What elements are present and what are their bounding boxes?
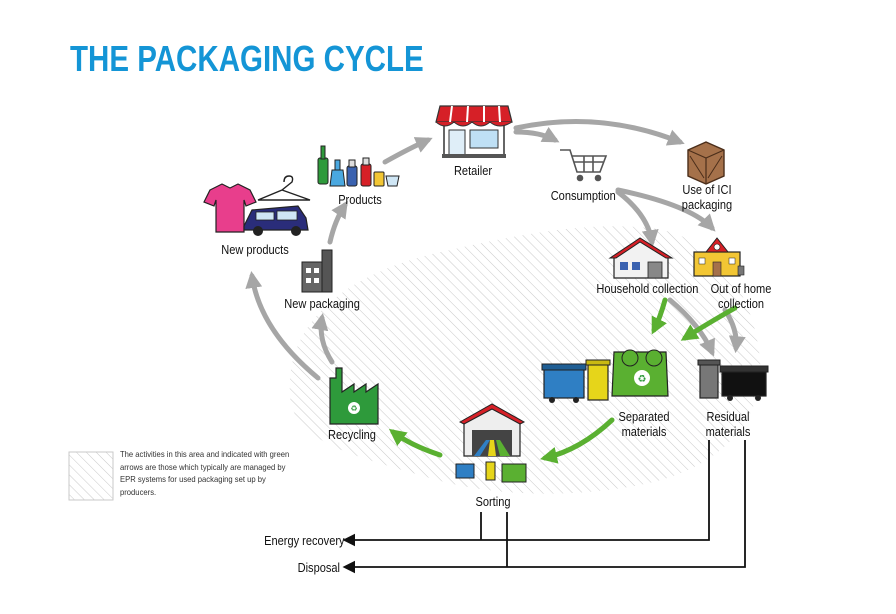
residual-label-line1: Residual — [706, 409, 750, 424]
new-products-label: New products — [221, 242, 289, 257]
school-icon — [693, 237, 745, 277]
products-label: Products — [338, 192, 382, 207]
recycling-factory-icon: ♻ — [329, 367, 379, 425]
out-of-home-label-line1: Out of home — [710, 281, 772, 296]
arrow-recycling-newpackaging — [311, 312, 335, 365]
green-arrow-outofhome-separated — [680, 305, 738, 341]
epr-note: The activities in this area and indicate… — [120, 449, 290, 497]
line-residual-energy — [342, 440, 710, 547]
svg-text:♻: ♻ — [638, 374, 647, 385]
residual-materials-label: Residual materials — [704, 409, 752, 439]
arrow-retailer-ici — [513, 119, 685, 146]
sorting-facility-icon — [455, 403, 527, 483]
residual-bins-icon — [697, 359, 769, 401]
t-shirt-icon — [203, 183, 257, 233]
separated-bins-icon: ♻ — [541, 349, 669, 403]
new-packaging-label: New packaging — [284, 296, 360, 311]
retailer-icon — [435, 105, 513, 158]
consumption-label: Consumption — [550, 188, 616, 203]
factory-icon — [301, 249, 333, 293]
wooden-crate-icon — [687, 141, 725, 185]
car-icon — [243, 205, 309, 236]
out-of-home-label-line2: collection — [717, 296, 765, 311]
products-bottles-icon — [317, 145, 400, 187]
separated-label-line2: materials — [621, 424, 667, 439]
disposal-label: Disposal — [297, 560, 340, 575]
separated-materials-label: Separated materials — [617, 409, 671, 439]
svg-text:♻: ♻ — [350, 404, 357, 413]
recycling-label: Recycling — [328, 427, 376, 442]
house-icon — [608, 237, 674, 279]
arrow-newpackaging-products — [327, 200, 348, 245]
hanger-icon — [257, 175, 311, 201]
residual-label-line2: materials — [705, 424, 751, 439]
legend-hatch-swatch — [68, 451, 114, 501]
separated-label-line1: Separated — [618, 409, 670, 424]
page-title: THE PACKAGING CYCLE — [70, 38, 424, 79]
energy-recovery-label: Energy recovery — [264, 533, 345, 548]
arrow-consumption-outofhome — [615, 187, 716, 232]
line-residual-disposal — [342, 440, 746, 574]
ici-label: Use of ICI packaging — [680, 182, 734, 212]
epr-hatched-area — [289, 226, 761, 494]
arrow-retailer-consumption — [513, 126, 560, 143]
out-of-home-label: Out of home collection — [710, 281, 772, 311]
green-arrow-sorting-recycling — [388, 428, 443, 458]
arrow-products-retailer — [382, 137, 433, 165]
shopping-cart-icon — [560, 149, 608, 182]
ici-label-line1: Use of ICI — [682, 182, 732, 197]
arrow-consumption-household — [615, 189, 659, 248]
green-arrow-separated-sorting — [540, 417, 615, 464]
household-collection-label: Household collection — [596, 281, 699, 296]
retailer-label: Retailer — [453, 163, 493, 178]
green-arrow-household-separated — [651, 297, 668, 335]
sorting-label: Sorting — [475, 494, 511, 509]
arrow-recycling-newproducts — [245, 270, 321, 381]
ici-label-line2: packaging — [681, 197, 733, 212]
